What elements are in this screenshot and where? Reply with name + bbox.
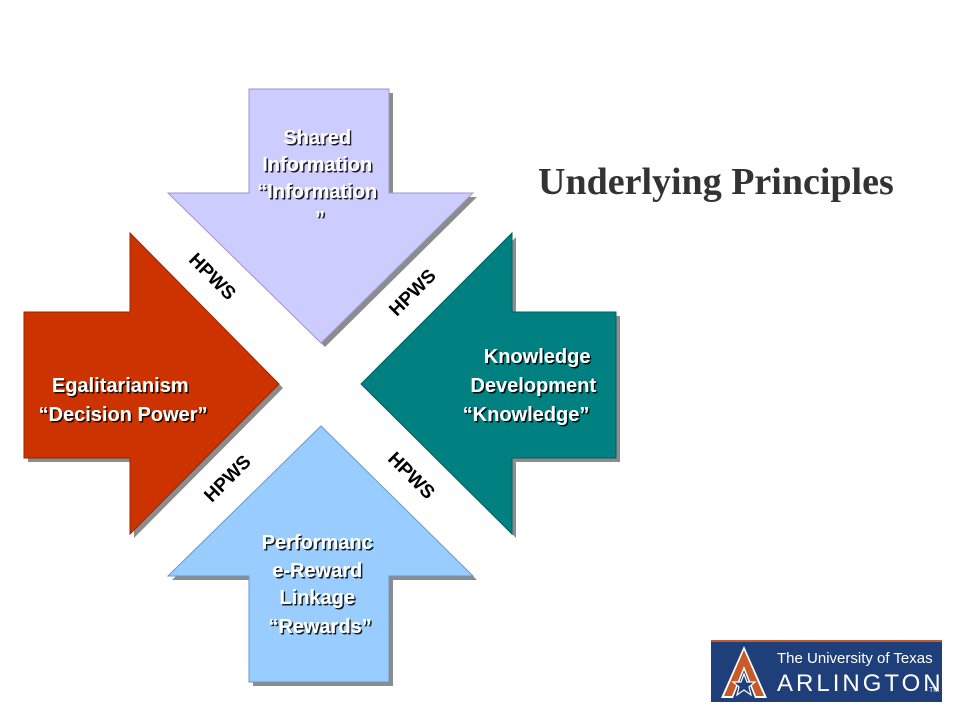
university-logo: The University of Texas ARLINGTON TM: [711, 640, 942, 702]
rewards-arrow: [166, 425, 475, 683]
logo-trademark: TM: [929, 687, 940, 694]
rewards-arrow-label: Performanc e-Reward Linkage “Rewards”: [262, 532, 379, 638]
decision-power-arrow: [23, 231, 280, 536]
logo-university-line: The University of Texas: [777, 650, 933, 667]
knowledge-arrow-sublabel: “Knowledge”: [463, 404, 590, 426]
knowledge-arrow-label: Knowledge Development: [470, 346, 596, 397]
logo-arlington-line: ARLINGTON: [777, 670, 944, 697]
information-arrow: [166, 88, 475, 344]
slide-title: Underlying Principles: [538, 161, 894, 203]
knowledge-arrow: [360, 231, 617, 536]
information-arrow-label: Shared Information “Information ”: [257, 127, 383, 230]
a-star-icon: [721, 646, 767, 698]
decision-power-arrow-label: Egalitarianism “Decision Power”: [39, 375, 208, 426]
